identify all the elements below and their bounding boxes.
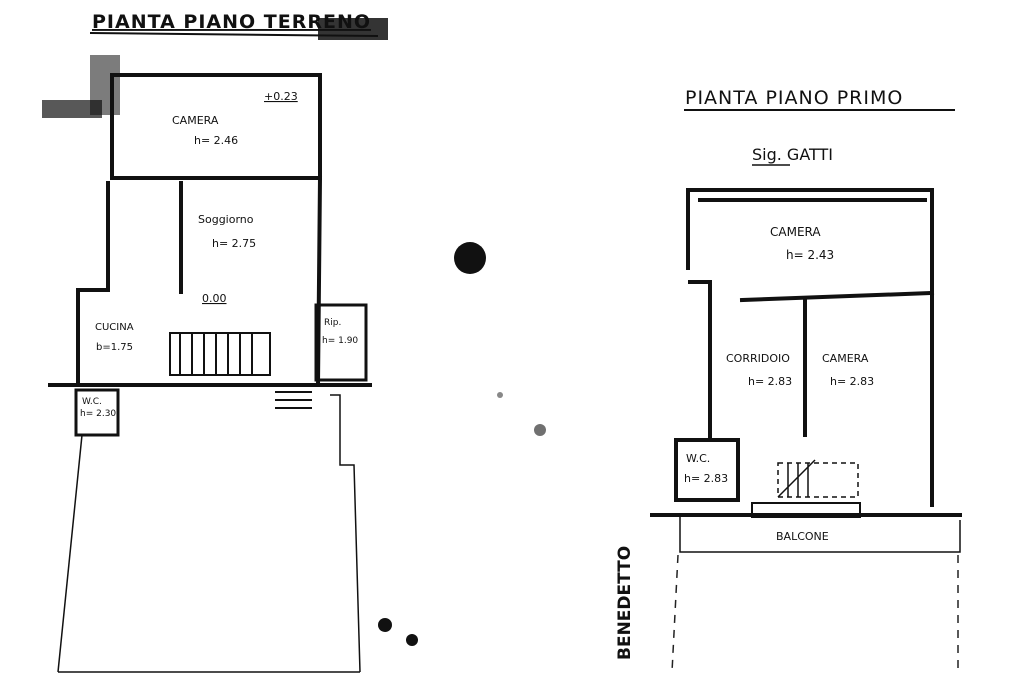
stairs-first — [777, 459, 859, 498]
ink-spot — [378, 618, 392, 632]
room-sub-cucina: b=1.75 — [96, 342, 133, 353]
room-height-wc-ground: h= 2.30 — [80, 409, 116, 419]
room-height-camera: h= 2.46 — [194, 134, 238, 147]
room-height-wc-first: h= 2.83 — [684, 472, 728, 485]
room-label-wc-first: W.C. — [686, 452, 710, 465]
room-label-camera: CAMERA — [172, 114, 219, 127]
room-level-soggiorno: 0.00 — [202, 292, 227, 305]
first-floor-plan: PIANTA PIANO PRIMO Sig. GATTI CAMERA h= … — [497, 87, 962, 673]
ink-spot — [406, 634, 418, 646]
room-height-camera-1: h= 2.43 — [786, 248, 834, 262]
balcony-outline — [679, 515, 961, 553]
room-label-corridoio: CORRIDOIO — [726, 352, 790, 365]
garden-boundary — [57, 434, 83, 673]
first-floor-title: PIANTA PIANO PRIMO — [685, 87, 903, 109]
margin-text: BENEDETTO — [615, 546, 635, 660]
room-height-camera-2: h= 2.83 — [830, 375, 874, 388]
owner-label: Sig. GATTI — [752, 145, 833, 164]
room-label-soggiorno: Soggiorno — [198, 213, 254, 226]
room-label-cucina: CUCINA — [95, 322, 134, 333]
main-block-walls — [76, 181, 127, 387]
ink-spot — [454, 242, 486, 274]
room-level-camera: +0.23 — [264, 90, 298, 103]
room-label-camera-2: CAMERA — [822, 352, 869, 365]
ink-smudge — [42, 100, 102, 118]
ink-spot — [534, 424, 546, 436]
first-west-wall — [688, 280, 712, 442]
entrance-steps — [275, 391, 312, 409]
room-label-camera-1: CAMERA — [770, 225, 821, 239]
property-line — [671, 554, 679, 673]
room-height-soggiorno: h= 2.75 — [212, 237, 256, 250]
wc-room-first — [674, 438, 740, 502]
room-label-balcone: BALCONE — [776, 530, 829, 543]
ink-smudge — [318, 18, 388, 40]
ground-floor-plan: PIANTA PIANO TERRENO — [42, 11, 486, 673]
camera-divider — [739, 290, 935, 303]
first-outer-walls — [686, 188, 934, 507]
room-height-corridoio: h= 2.83 — [748, 375, 792, 388]
garden-boundary — [330, 394, 361, 673]
stairs-ground — [169, 332, 271, 376]
room-label-wc-ground: W.C. — [82, 397, 102, 407]
rip-room — [314, 303, 368, 382]
ink-smudge — [90, 55, 120, 115]
ground-floor-title: PIANTA PIANO TERRENO — [92, 11, 371, 33]
ink-spot — [497, 392, 503, 398]
room-height-rip: h= 1.90 — [322, 336, 358, 346]
wc-room-ground — [74, 388, 120, 437]
room-label-rip: Rip. — [324, 318, 341, 328]
balcony-sill — [751, 502, 861, 518]
